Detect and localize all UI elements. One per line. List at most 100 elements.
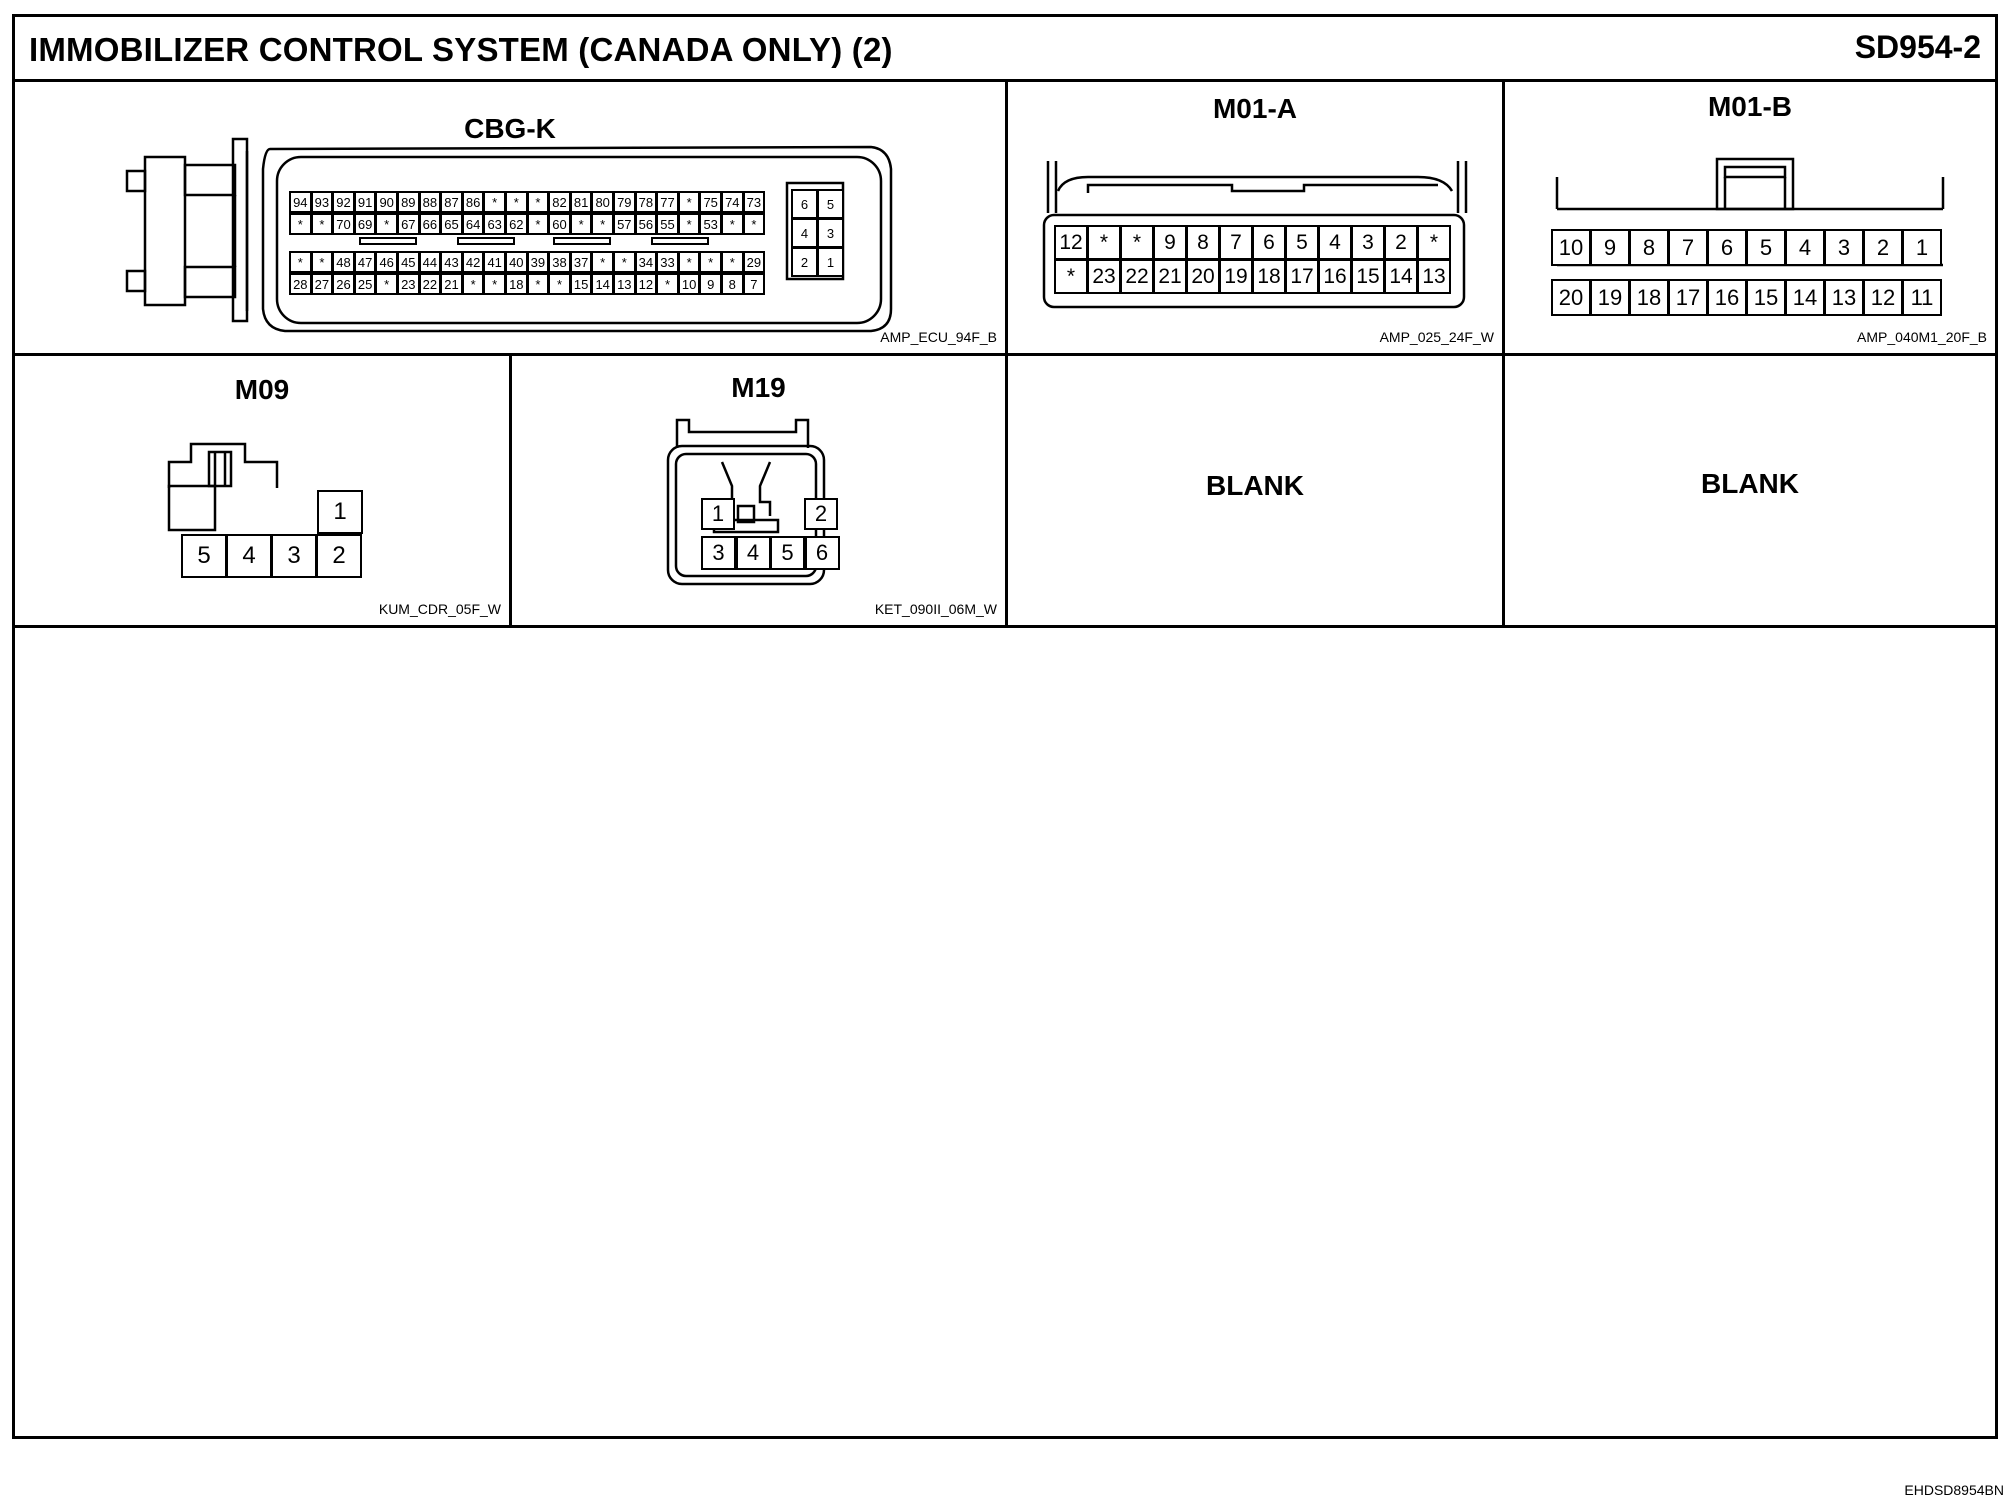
connector-pin: 12 <box>1863 279 1903 316</box>
latch-bar <box>553 237 611 245</box>
connector-pin: 3 <box>1351 225 1385 260</box>
connector-pin: 20 <box>1551 279 1591 316</box>
connector-pin: 82 <box>548 191 571 213</box>
connector-code: KET_090II_06M_W <box>874 601 997 617</box>
connector-pin: 21 <box>1153 259 1187 294</box>
connector-pin: 2 <box>791 247 818 277</box>
connector-name: M09 <box>234 374 290 405</box>
connector-pin: 8 <box>721 273 744 295</box>
latch-bar <box>457 237 515 245</box>
connector-pin: * <box>721 213 744 235</box>
connector-pin: 28 <box>289 273 312 295</box>
connector-pin: 13 <box>613 273 636 295</box>
connector-pin: 8 <box>1629 229 1669 266</box>
connector-pin: 9 <box>699 273 722 295</box>
connector-pin: 22 <box>418 273 442 295</box>
connector-pin: 16 <box>1318 259 1352 294</box>
connector-pin: 66 <box>418 213 442 235</box>
connector-pin: 7 <box>1219 225 1253 260</box>
connector-name: CBG-K <box>464 113 556 144</box>
connector-pin: 55 <box>656 213 679 235</box>
connector-pin: 13 <box>1824 279 1864 316</box>
connector-pin: 5 <box>1746 229 1786 266</box>
connector-pin: 20 <box>1186 259 1220 294</box>
connector-name: M01-A <box>1212 93 1297 124</box>
connector-pin: * <box>591 213 614 235</box>
connector-code: AMP_ECU_94F_B <box>880 329 997 345</box>
connector-pin: 14 <box>1384 259 1418 294</box>
connector-pin: * <box>548 273 571 295</box>
connector-pin: 87 <box>440 191 463 213</box>
blank-cell-1: BLANK <box>1008 356 1502 625</box>
connector-pin: 47 <box>353 251 377 273</box>
connector-pin: 39 <box>526 251 550 273</box>
connector-pin: 90 <box>375 191 398 213</box>
connector-pin: 46 <box>375 251 398 273</box>
connector-pin: 62 <box>505 213 528 235</box>
connector-pin: 16 <box>1707 279 1747 316</box>
connector-pin: 17 <box>1668 279 1708 316</box>
connector-pin: 3 <box>701 536 736 570</box>
grid-col-divider-cbgk <box>1005 79 1008 625</box>
connector-pin: 93 <box>310 191 334 213</box>
connector-pin: * <box>483 191 506 213</box>
connector-pin: 6 <box>791 189 818 219</box>
connector-pin: 19 <box>1590 279 1630 316</box>
connector-pin: 63 <box>483 213 506 235</box>
connector-name: M19 <box>731 372 786 403</box>
connector-pin: 23 <box>1087 259 1121 294</box>
connector-code: AMP_025_24F_W <box>1379 329 1494 345</box>
connector-pin: * <box>677 251 701 273</box>
connector-shell-m09 <box>167 442 279 532</box>
connector-pin: 79 <box>613 191 636 213</box>
connector-pin: * <box>310 213 334 235</box>
connector-pin: 2 <box>1384 225 1418 260</box>
connector-pin: * <box>375 273 398 295</box>
connector-pin: * <box>461 273 485 295</box>
connector-pin: 18 <box>1629 279 1669 316</box>
connector-pin: 26 <box>332 273 355 295</box>
connector-pin: * <box>375 213 398 235</box>
connector-pin: 15 <box>1746 279 1786 316</box>
connector-pin: * <box>591 251 614 273</box>
connector-code: AMP_040M1_20F_B <box>1857 329 1987 345</box>
connector-pin: 6 <box>1252 225 1286 260</box>
connector-pin: * <box>677 191 701 213</box>
connector-pin: * <box>526 191 550 213</box>
connector-pin: 19 <box>1219 259 1253 294</box>
blank-cell-2: BLANK <box>1505 356 1995 625</box>
connector-pin: 33 <box>656 251 679 273</box>
connector-pin: * <box>289 251 312 273</box>
connector-pin: 4 <box>791 218 818 248</box>
connector-pin: 92 <box>332 191 355 213</box>
connector-pin: * <box>526 273 550 295</box>
connector-pin: 91 <box>353 191 377 213</box>
connector-pin: 45 <box>397 251 420 273</box>
connector-pin: 88 <box>418 191 442 213</box>
connector-pin: 15 <box>569 273 593 295</box>
connector-pin: 17 <box>1285 259 1319 294</box>
connector-pin: 48 <box>332 251 355 273</box>
connector-pin: 80 <box>591 191 614 213</box>
connector-pin: 40 <box>505 251 528 273</box>
connector-pin: * <box>699 251 722 273</box>
connector-pin: 1 <box>1902 229 1942 266</box>
connector-pin: 7 <box>1668 229 1708 266</box>
connector-pin: 12 <box>634 273 658 295</box>
connector-pin: 56 <box>634 213 658 235</box>
connector-pin: * <box>1054 259 1088 294</box>
connector-pin: 25 <box>353 273 377 295</box>
connector-shell-m01-a <box>1042 161 1468 309</box>
connector-pin: * <box>1087 225 1121 260</box>
connector-pin: 13 <box>1417 259 1451 294</box>
connector-pin: 89 <box>397 191 420 213</box>
connector-pin: 3 <box>271 534 317 578</box>
connector-pin: 4 <box>735 536 771 570</box>
connector-pin: 4 <box>1318 225 1352 260</box>
connector-pin: 18 <box>1252 259 1286 294</box>
connector-pin: 65 <box>440 213 463 235</box>
connector-pin: * <box>742 213 766 235</box>
connector-pin: 69 <box>353 213 377 235</box>
